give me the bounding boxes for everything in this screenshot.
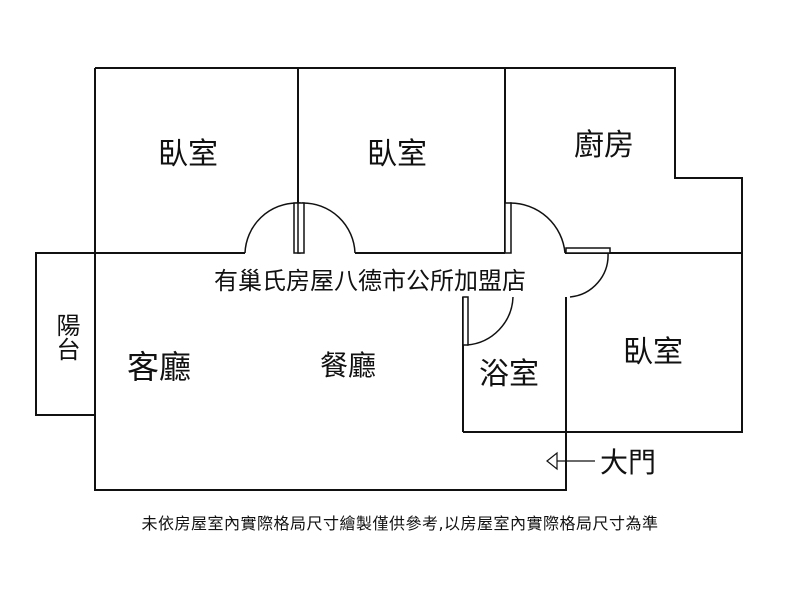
room-label-living-room: 客廳 [127, 348, 191, 386]
door-arc-bedroom-3 [569, 252, 609, 298]
entrance-marker: 大門 [546, 446, 656, 479]
door-leaf-bedroom-2 [297, 202, 305, 254]
disclaimer-text: 未依房屋室內實際格局尺寸繪製僅供參考,以房屋室內實際格局尺寸為準 [141, 514, 659, 533]
door-leaf-bathroom [462, 296, 469, 346]
entrance-label: 大門 [600, 446, 656, 479]
door-arc-bedroom-2 [301, 202, 356, 254]
door-arc-bathroom [466, 296, 514, 346]
door-arc-kitchen [509, 202, 566, 254]
room-label-bedroom-2: 臥室 [367, 137, 427, 172]
door-arc-bedroom-1 [244, 202, 298, 254]
room-label-balcony: 陽台 [52, 313, 80, 361]
room-label-bedroom-3: 臥室 [623, 335, 683, 370]
entrance-arrow-icon [546, 451, 558, 471]
room-label-kitchen: 廚房 [574, 128, 634, 163]
room-label-dining-room: 餐廳 [320, 349, 376, 382]
watermark-text: 有巢氏房屋八德市公所加盟店 [214, 267, 526, 295]
room-label-bathroom: 浴室 [479, 357, 539, 392]
door-leaf-bedroom-3 [565, 247, 611, 254]
door-leaf-kitchen [504, 202, 512, 254]
room-label-bedroom-1: 臥室 [158, 137, 218, 172]
outer-wall-east [95, 67, 743, 433]
balcony-wall [35, 252, 95, 416]
doors [244, 202, 611, 346]
